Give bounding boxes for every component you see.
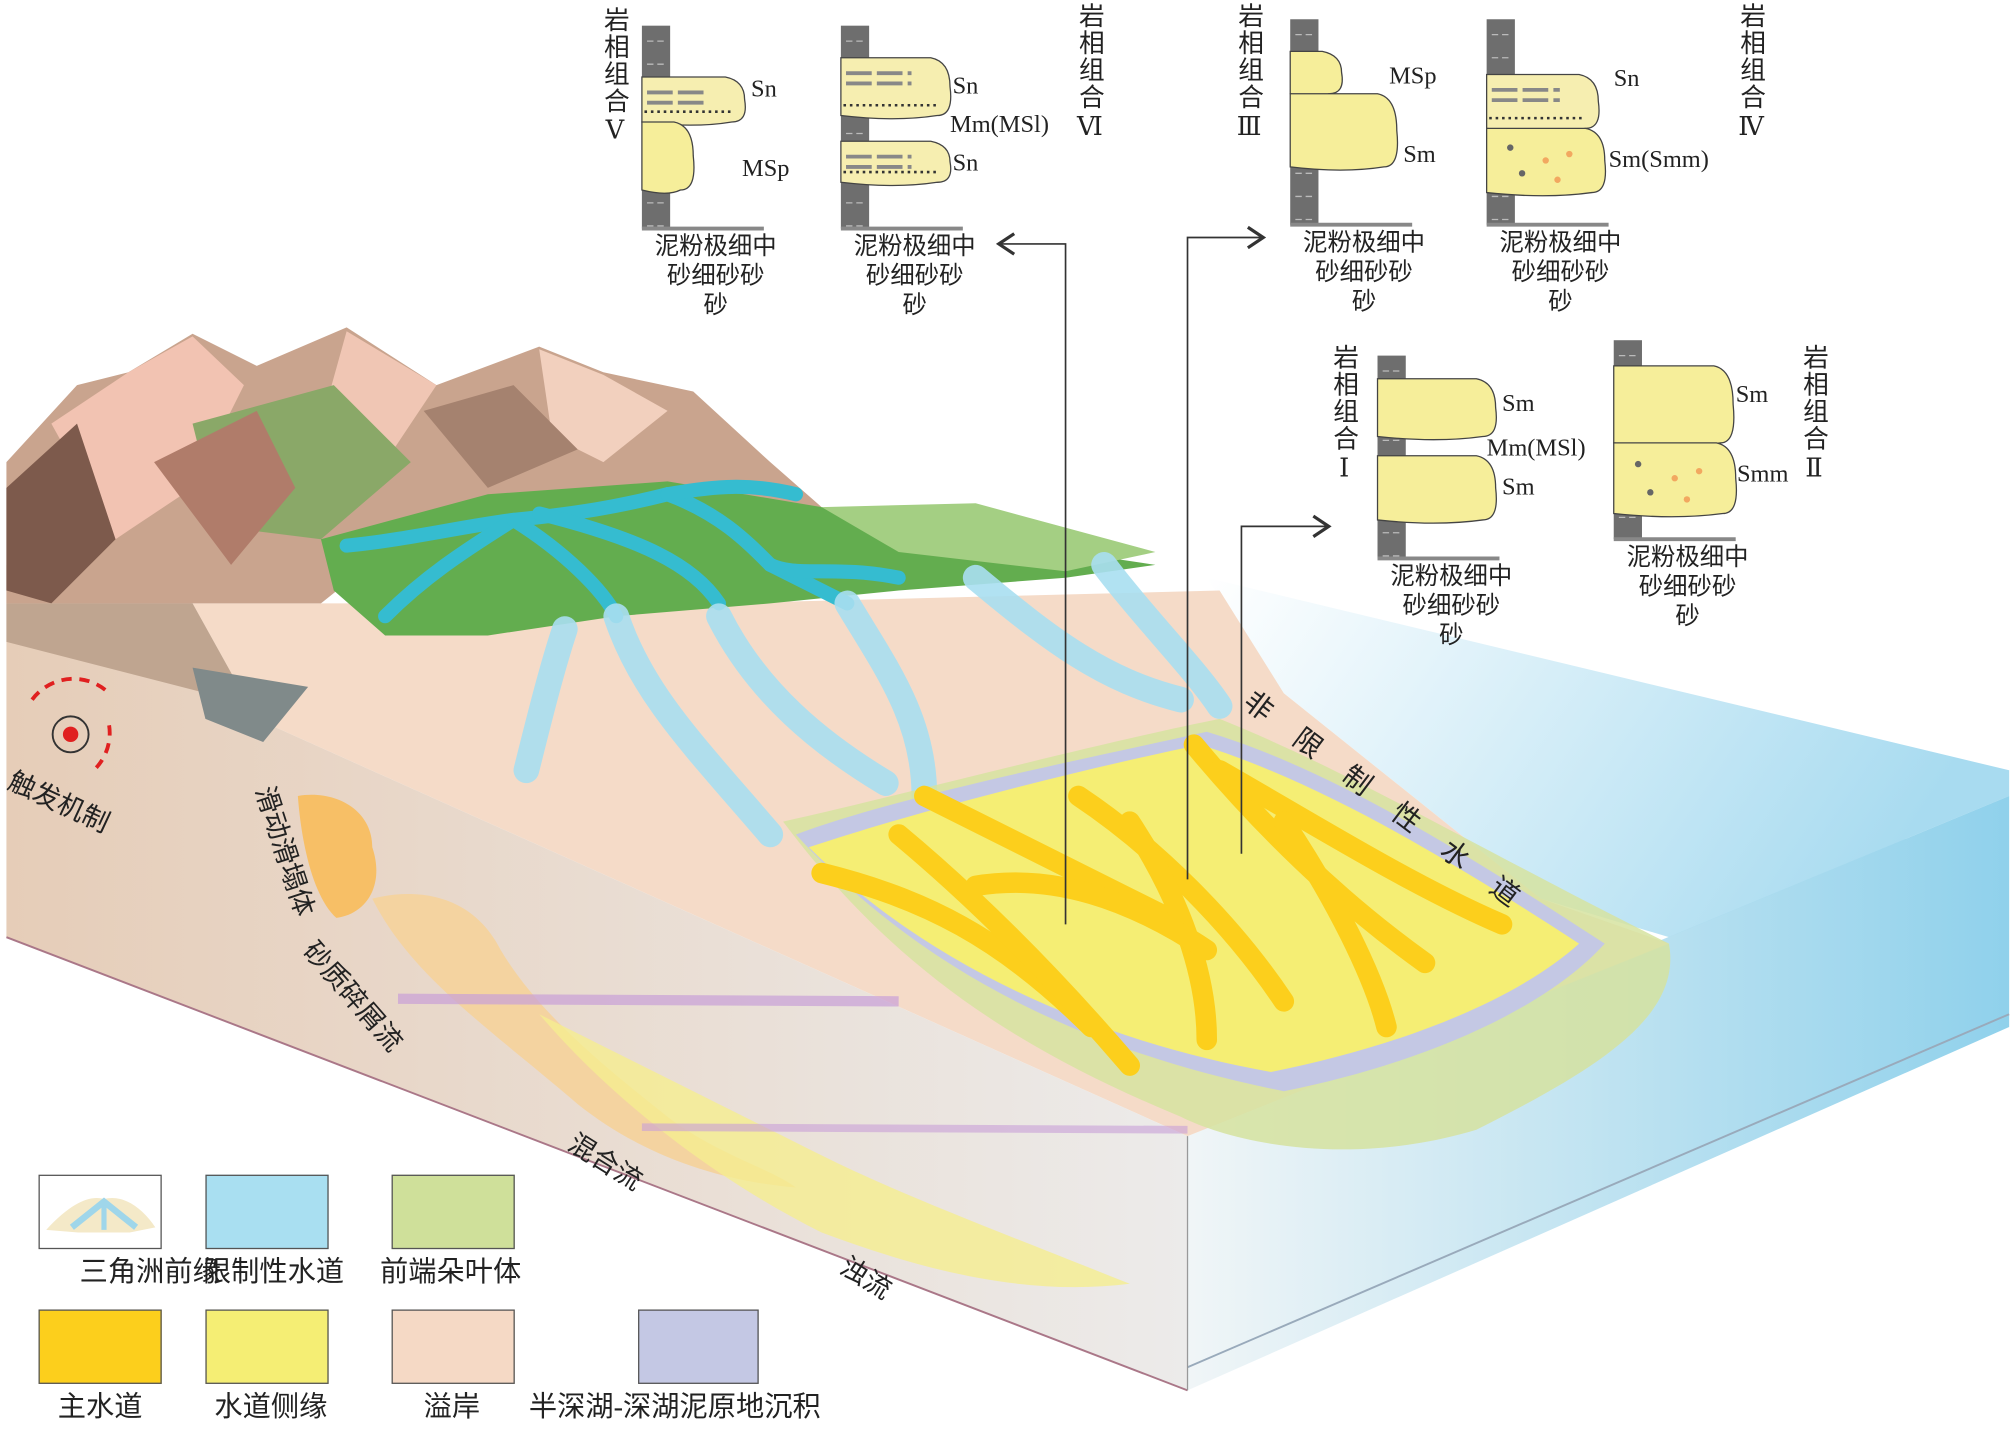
legend-label: 水道侧缘: [214, 1390, 328, 1423]
pointer-arrows: [995, 225, 1332, 925]
legend-label: 限制性水道: [202, 1255, 345, 1288]
facies-column-title: 岩相组合Ⅰ: [1328, 344, 1357, 484]
grain-size-axis-label: 泥粉极细中 砂细砂砂 砂: [1390, 563, 1513, 650]
legend-swatch: [205, 1309, 329, 1384]
legend-label: 主水道: [57, 1390, 143, 1423]
legend-swatch: [391, 1174, 515, 1250]
facies-unit-label: Sm: [1735, 381, 1769, 409]
grain-size-axis-label: 泥粉极细中 砂细砂砂 砂: [1626, 544, 1749, 631]
bed: [641, 121, 695, 194]
lake-surface: [1206, 577, 2010, 938]
facies-column-title: 岩相组合Ⅱ: [1798, 344, 1827, 484]
facies-unit-label: Sn: [1613, 65, 1640, 93]
facies-column-VI: [840, 25, 963, 231]
facies-unit-label: Sm: [1502, 390, 1535, 418]
legend-swatch: [205, 1174, 329, 1250]
slump-body: [297, 794, 377, 918]
grain-size-axis-label: 泥粉极细中 砂细砂砂 砂: [654, 233, 777, 320]
bed: [1613, 365, 1735, 447]
grain-size-axis-label: 泥粉极细中 砂细砂砂 砂: [1303, 229, 1426, 316]
bed: [1289, 93, 1399, 171]
facies-columns: [641, 19, 1737, 561]
facies-unit-label: Sn: [952, 150, 979, 178]
legend-label: 溢岸: [423, 1390, 481, 1423]
grain-size-axis-label: 泥粉极细中 砂细砂砂 砂: [1499, 229, 1622, 316]
facies-column-title: 岩相组合Ⅲ: [1233, 2, 1262, 143]
slope-face: [6, 564, 1188, 1391]
legend-swatch: [38, 1309, 162, 1384]
bed: [1485, 73, 1600, 133]
sandy-debris-flow: [372, 894, 796, 1188]
facies-column-I: [1376, 355, 1500, 561]
delta-channels: [339, 479, 906, 624]
facies-unit-label: Sn: [751, 75, 777, 103]
legend-label: 三角洲前缘: [79, 1255, 221, 1288]
facies-column-title: 岩相组合Ⅵ: [1074, 2, 1103, 143]
facies-column-title: 岩相组合Ⅴ: [599, 6, 628, 147]
facies-unit-label: Mm(MSl): [1486, 435, 1586, 463]
facies-unit-label: Sm: [1502, 473, 1535, 501]
bed: [1376, 455, 1497, 524]
bed: [840, 140, 952, 187]
facies-column-III: [1289, 19, 1413, 227]
legend-swatch: [38, 1174, 162, 1250]
bed: [840, 57, 952, 120]
facies-column-V: [641, 25, 764, 231]
legend-label: 半深湖-深湖泥原地沉积: [528, 1390, 821, 1423]
legend-swatch: [638, 1309, 759, 1384]
confined-channels: [513, 552, 1233, 848]
facies-unit-label: Sm: [1403, 141, 1436, 169]
legend-label: 前端朵叶体: [380, 1255, 522, 1288]
water-face: [1187, 795, 2010, 1391]
bed: [1289, 50, 1343, 98]
facies-unit-label: MSp: [742, 155, 790, 183]
main-channels: [811, 734, 1513, 1076]
legend-swatch: [391, 1309, 515, 1384]
facies-unit-label: Mm(MSl): [950, 111, 1049, 139]
facies-column-title: 岩相组合Ⅳ: [1735, 2, 1764, 143]
bed: [1376, 378, 1497, 441]
grain-size-axis-label: 泥粉极细中 砂细砂砂 砂: [853, 233, 976, 320]
facies-column-II: [1613, 340, 1737, 542]
earthquake-trigger-icon: [30, 676, 112, 770]
facies-unit-label: Sn: [952, 73, 979, 101]
facies-unit-label: MSp: [1389, 62, 1437, 90]
facies-column-IV: [1485, 19, 1609, 227]
facies-unit-label: Sm(Smm): [1608, 146, 1709, 174]
turbidite: [539, 1014, 1130, 1288]
facies-unit-label: Smm: [1736, 460, 1789, 488]
delta-front-icon: [46, 1197, 156, 1233]
